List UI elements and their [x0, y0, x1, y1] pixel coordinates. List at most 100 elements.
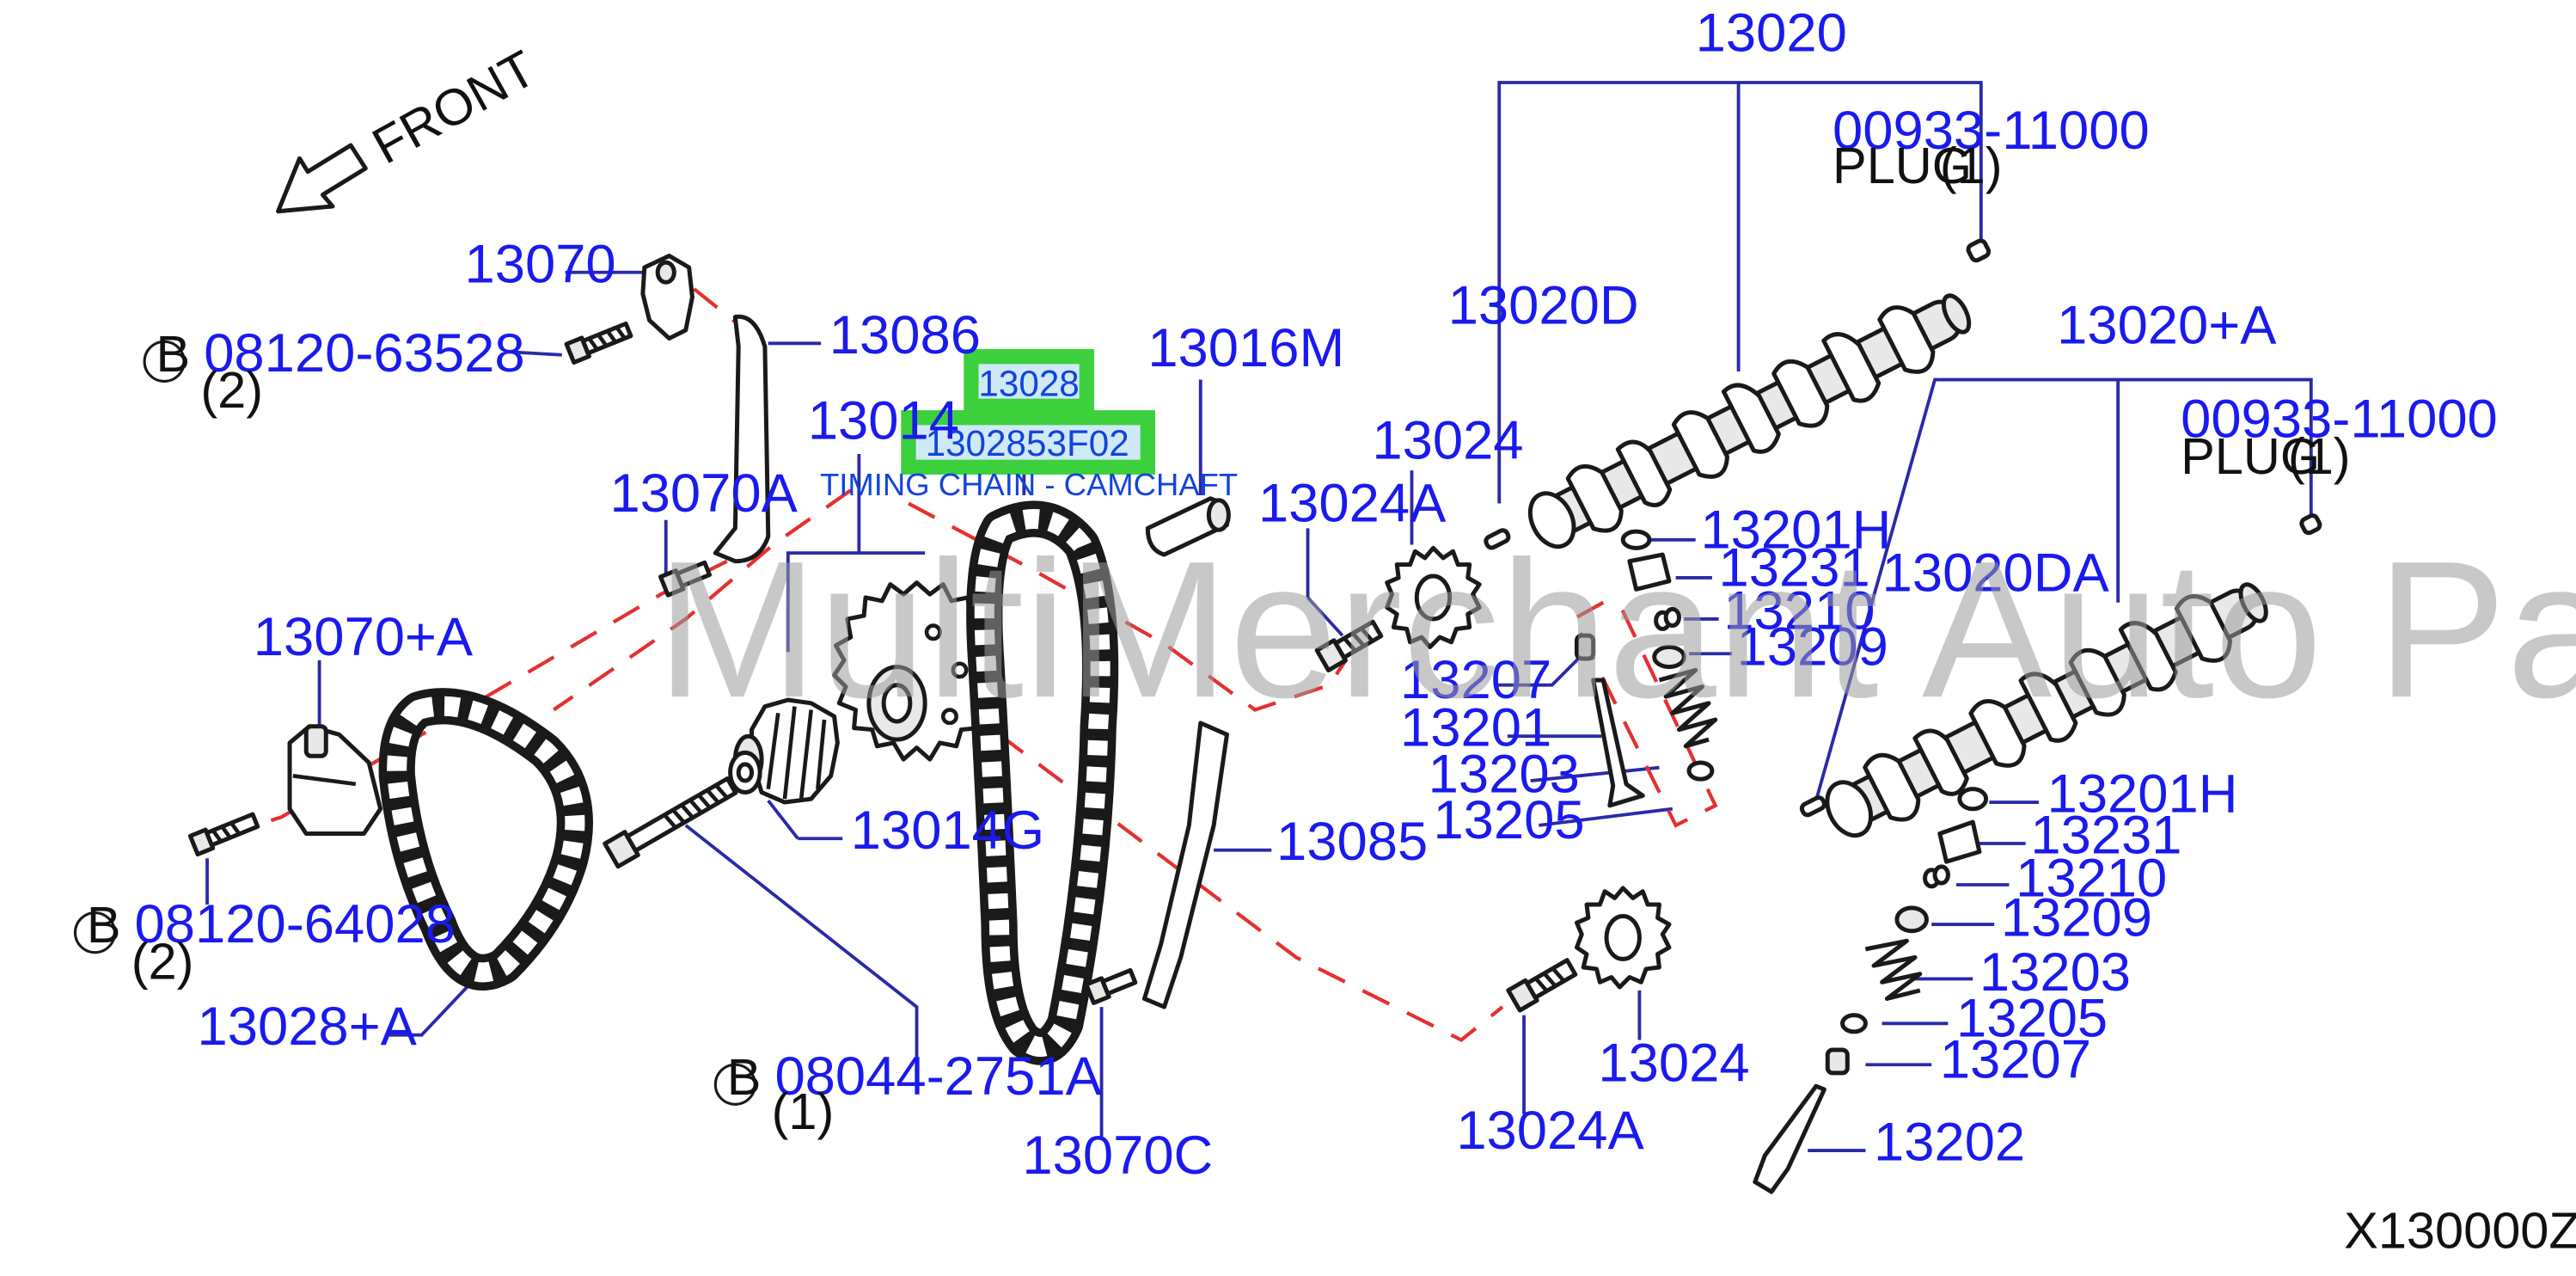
- bolt-13024A-top: [1314, 619, 1384, 673]
- callout-13203-a[interactable]: 13203: [1429, 745, 1580, 805]
- callout-13205-a[interactable]: 13205: [1433, 790, 1584, 850]
- highlight-oem-number[interactable]: 1302853F02: [926, 423, 1129, 463]
- callout-13070A[interactable]: 13070A: [609, 463, 798, 524]
- spring-13203: [1864, 938, 1923, 1001]
- spring-13203: [1658, 667, 1718, 749]
- bushing-13016M: [1145, 496, 1231, 557]
- bolt-marker-b: B: [73, 896, 121, 954]
- lifter-13201H: [1957, 787, 1989, 812]
- chain-13028A: [378, 688, 593, 991]
- callout-13020[interactable]: 13020: [1696, 3, 1847, 64]
- callout-13014G[interactable]: 13014G: [851, 801, 1044, 861]
- camshaft-upper: [1527, 293, 1972, 549]
- dashed-guides: [203, 287, 1504, 1042]
- callout-13020plusA[interactable]: 13020+A: [2057, 295, 2277, 355]
- highlight-part-number[interactable]: 13028: [978, 364, 1079, 404]
- callout-13203-b[interactable]: 13203: [1979, 942, 2131, 1003]
- callout-13202[interactable]: 13202: [1874, 1113, 2025, 1173]
- watermark: MultiMerchant Auto Partstore: [656, 521, 2576, 739]
- callout-13020DA[interactable]: 13020DA: [1882, 543, 2110, 603]
- retainer-13209: [1652, 645, 1686, 670]
- callout-13016M[interactable]: 13016M: [1147, 318, 1344, 378]
- svg-text:B: B: [727, 1048, 762, 1106]
- lifter-13201H: [1620, 529, 1652, 550]
- callout-13028plusA[interactable]: 13028+A: [198, 997, 418, 1057]
- callout-08120-63528-qty: (2): [200, 361, 263, 419]
- callout-labels: 13020 00933-11000 PLUG (1) 13020D 13020+…: [73, 3, 2576, 1259]
- retainer-13209: [1894, 905, 1929, 934]
- callout-13231-b[interactable]: 13231: [2030, 806, 2181, 866]
- valve-stack-a: [1570, 529, 1718, 828]
- plug-part: [2299, 513, 2322, 536]
- chain-guide-13086: [713, 314, 771, 564]
- chain-13028-camshaft: [966, 500, 1119, 1065]
- sprocket-camshaft-upper: [1385, 545, 1482, 650]
- callout-13014[interactable]: 13014: [808, 391, 959, 451]
- callout-08120-64028[interactable]: 08120-64028: [135, 894, 456, 954]
- selected-part-highlight[interactable]: 13028 1302853F02 TIMING CHAIN - CAMCHAFT: [820, 349, 1238, 502]
- callout-13201H-a[interactable]: 13201H: [1700, 500, 1891, 560]
- bolt-08044-2751A: [603, 776, 738, 869]
- callout-plug-a-qty: (1): [1940, 137, 2003, 194]
- bolt-13024A-bottom: [1506, 958, 1578, 1013]
- washer-13014G: [728, 750, 762, 794]
- cotter-13207: [1574, 633, 1596, 661]
- callout-13086[interactable]: 13086: [829, 305, 981, 365]
- valve-13201: [1591, 678, 1645, 808]
- bolt-08120-63528: [564, 321, 633, 365]
- callout-13070[interactable]: 13070: [465, 234, 616, 294]
- bolt-marker-b: B: [143, 325, 191, 383]
- callout-13209-a[interactable]: 13209: [1737, 617, 1888, 678]
- front-arrow: FRONT: [276, 39, 545, 214]
- callout-13209-b[interactable]: 13209: [2001, 888, 2152, 948]
- tensioner-13070plusA: [287, 724, 383, 836]
- callout-13231-a[interactable]: 13231: [1719, 538, 1870, 598]
- svg-text:B: B: [156, 325, 191, 383]
- highlight-oem-box[interactable]: [901, 410, 1155, 475]
- callout-13207-b[interactable]: 13207: [1940, 1030, 2091, 1090]
- callout-13070plusA[interactable]: 13070+A: [254, 607, 474, 667]
- callout-13024-top[interactable]: 13024: [1372, 411, 1523, 471]
- callout-13070C[interactable]: 13070C: [1022, 1126, 1213, 1186]
- callout-00933-11000-a[interactable]: 00933-11000: [1833, 101, 2150, 161]
- valve-13202: [1753, 1083, 1826, 1194]
- callout-13201H-b[interactable]: 13201H: [2047, 764, 2238, 825]
- callout-plug-b: PLUG: [2181, 427, 2320, 485]
- bolt-13070C: [1084, 967, 1138, 1005]
- bolt-marker-b: B: [713, 1048, 762, 1106]
- guide-line: [552, 488, 852, 712]
- callout-13024-bottom[interactable]: 13024: [1598, 1033, 1749, 1093]
- callout-13085[interactable]: 13085: [1276, 812, 1428, 872]
- bolt-13070A: [658, 560, 713, 598]
- callout-plug-b-qty: (1): [2288, 427, 2351, 485]
- callout-13024A-top[interactable]: 13024A: [1258, 474, 1447, 534]
- guide-line: [693, 287, 737, 324]
- bucket-13231: [1937, 819, 1982, 864]
- callout-13024A-bottom[interactable]: 13024A: [1456, 1101, 1644, 1161]
- callout-13210-b[interactable]: 13210: [2016, 848, 2167, 908]
- callout-13201[interactable]: 13201: [1400, 698, 1551, 758]
- callout-08120-63528[interactable]: 08120-63528: [204, 323, 524, 383]
- guide-line: [998, 733, 1504, 1042]
- callout-08044-2751A[interactable]: 08044-2751A: [774, 1046, 1102, 1107]
- highlight-description[interactable]: TIMING CHAIN - CAMCHAFT: [820, 467, 1238, 502]
- callout-13210-a[interactable]: 13210: [1723, 580, 1875, 641]
- sprocket-camshaft-lower: [1574, 886, 1672, 990]
- camshaft-lower: [1825, 582, 2268, 838]
- tensioner-13070: [640, 254, 694, 341]
- plug-part: [1966, 238, 1992, 263]
- callout-13207-a[interactable]: 13207: [1400, 650, 1551, 710]
- highlight-part-number-box[interactable]: [964, 349, 1094, 414]
- guide-line: [203, 559, 728, 844]
- bolt-08120-64028: [187, 812, 260, 857]
- svg-text:B: B: [87, 896, 121, 954]
- callout-00933-11000-b[interactable]: 00933-11000: [2181, 390, 2498, 450]
- callout-13205-b[interactable]: 13205: [1956, 989, 2108, 1049]
- sprocket-idler: [832, 580, 1002, 762]
- guide-line: [907, 501, 1348, 712]
- dowel-part: [1799, 795, 1826, 818]
- seat-13205: [1686, 760, 1715, 782]
- bucket-13231: [1627, 552, 1672, 592]
- callout-13020D[interactable]: 13020D: [1448, 275, 1639, 335]
